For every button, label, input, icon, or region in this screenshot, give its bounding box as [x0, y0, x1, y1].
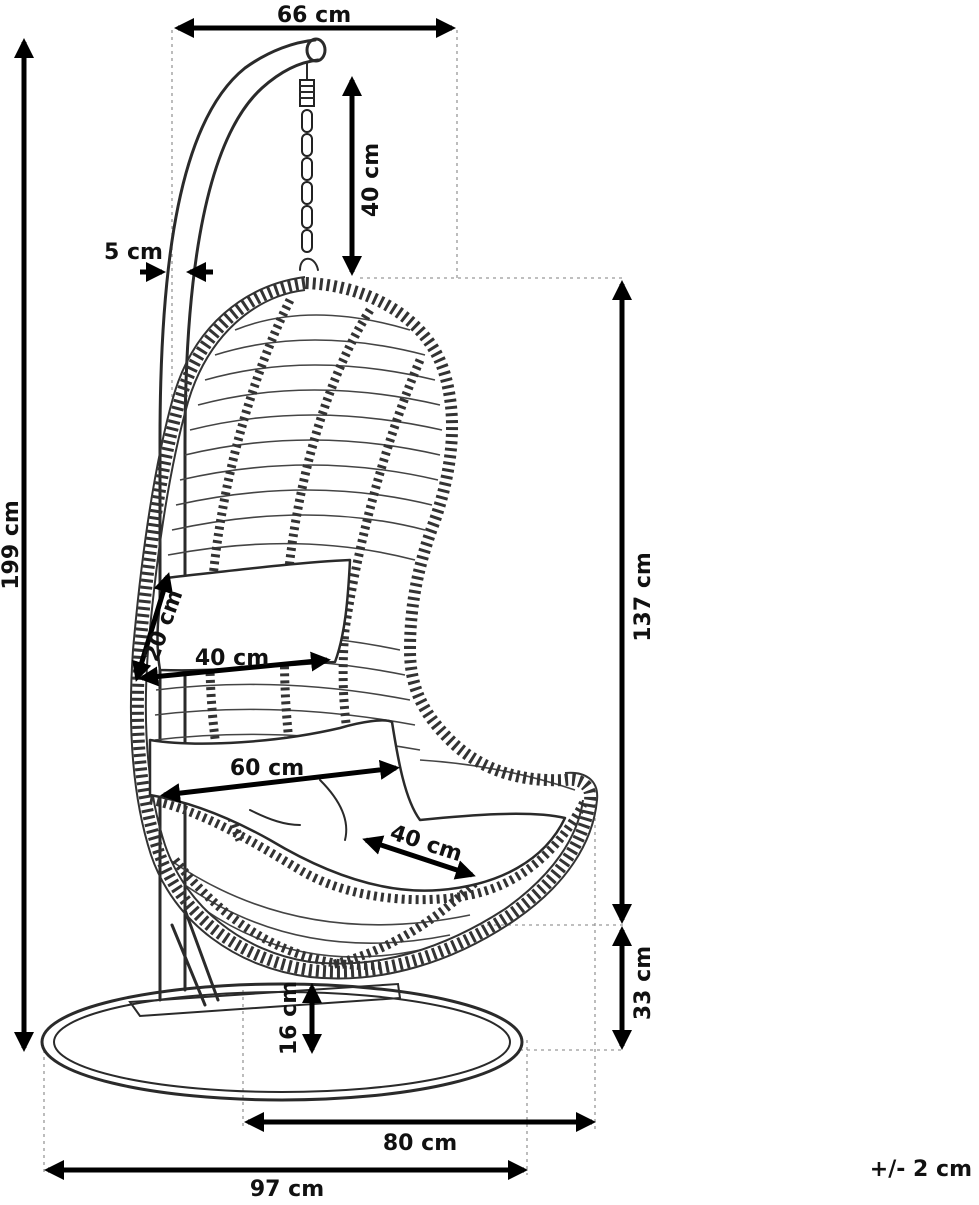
- label-chain-length: 40 cm: [359, 143, 384, 217]
- label-seat-clearance: 33 cm: [631, 946, 656, 1020]
- dimension-arrows: [14, 18, 632, 1180]
- arrow-seat-depth: [362, 835, 476, 880]
- label-total-height: 199 cm: [0, 500, 24, 590]
- label-base-depth: 80 cm: [383, 1131, 457, 1156]
- label-basket-height: 137 cm: [631, 552, 656, 642]
- cushions: [148, 558, 567, 892]
- label-base-width: 97 cm: [250, 1177, 324, 1200]
- label-tube-diameter: 5 cm: [104, 240, 163, 265]
- label-pillow-width: 40 cm: [195, 646, 269, 671]
- arrow-pillow-width: [138, 651, 331, 687]
- label-base-clearance: 16 cm: [277, 981, 302, 1055]
- guide-lines: [43, 30, 625, 1175]
- chain: [299, 61, 319, 271]
- stand-arm: [158, 37, 327, 1007]
- label-frame-width: 66 cm: [277, 3, 351, 28]
- arrow-seat-width: [160, 759, 400, 804]
- label-seat-width: 60 cm: [230, 756, 304, 781]
- label-tolerance: +/- 2 cm: [870, 1157, 972, 1182]
- seat-cushion: [148, 719, 567, 892]
